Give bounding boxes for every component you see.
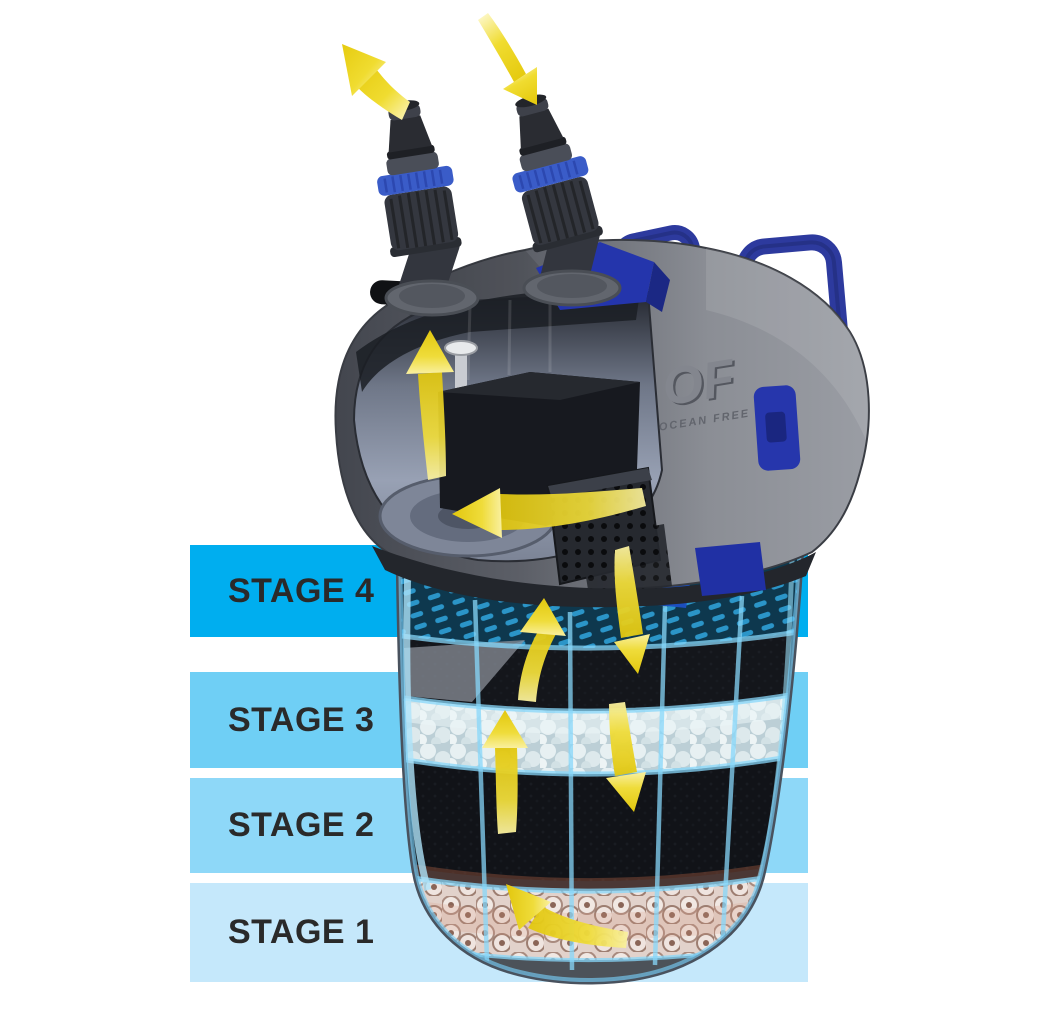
canister-bottom-turn-arrow: [506, 884, 628, 948]
inflow-connector: [491, 84, 608, 256]
motor-head: OF OF OCEAN FREE: [334, 238, 870, 608]
hose-connectors: [363, 84, 622, 317]
brand-logo-shadow: OF: [661, 350, 743, 419]
lower-clamp: [695, 542, 766, 596]
impeller-shaft: [455, 348, 467, 396]
brand-logo: OF OF OCEAN FREE: [658, 349, 751, 434]
canister-up-arrow-mid: [518, 598, 566, 702]
outflow-connector: [363, 93, 466, 260]
impeller-up-arrow: [406, 330, 454, 480]
water-outflow-arrow: [342, 44, 410, 120]
stage-4-label: STAGE 4: [228, 571, 375, 610]
stage-1-label: STAGE 1: [228, 913, 375, 951]
ceramic-rings: [413, 874, 789, 963]
impeller-intake-arrow: [452, 488, 646, 538]
stage-3-label: STAGE 3: [228, 700, 375, 739]
side-latch: [753, 385, 801, 471]
canister-up-arrow-lower: [482, 710, 528, 834]
brand-logo-text: OF: [658, 349, 740, 418]
water-inflow-arrow: [478, 13, 537, 105]
stage-2-label: STAGE 2: [228, 806, 375, 844]
canister-down-arrow-top: [614, 546, 650, 674]
flow-arrows: [342, 13, 650, 948]
canister-down-arrow-mid: [606, 702, 646, 812]
